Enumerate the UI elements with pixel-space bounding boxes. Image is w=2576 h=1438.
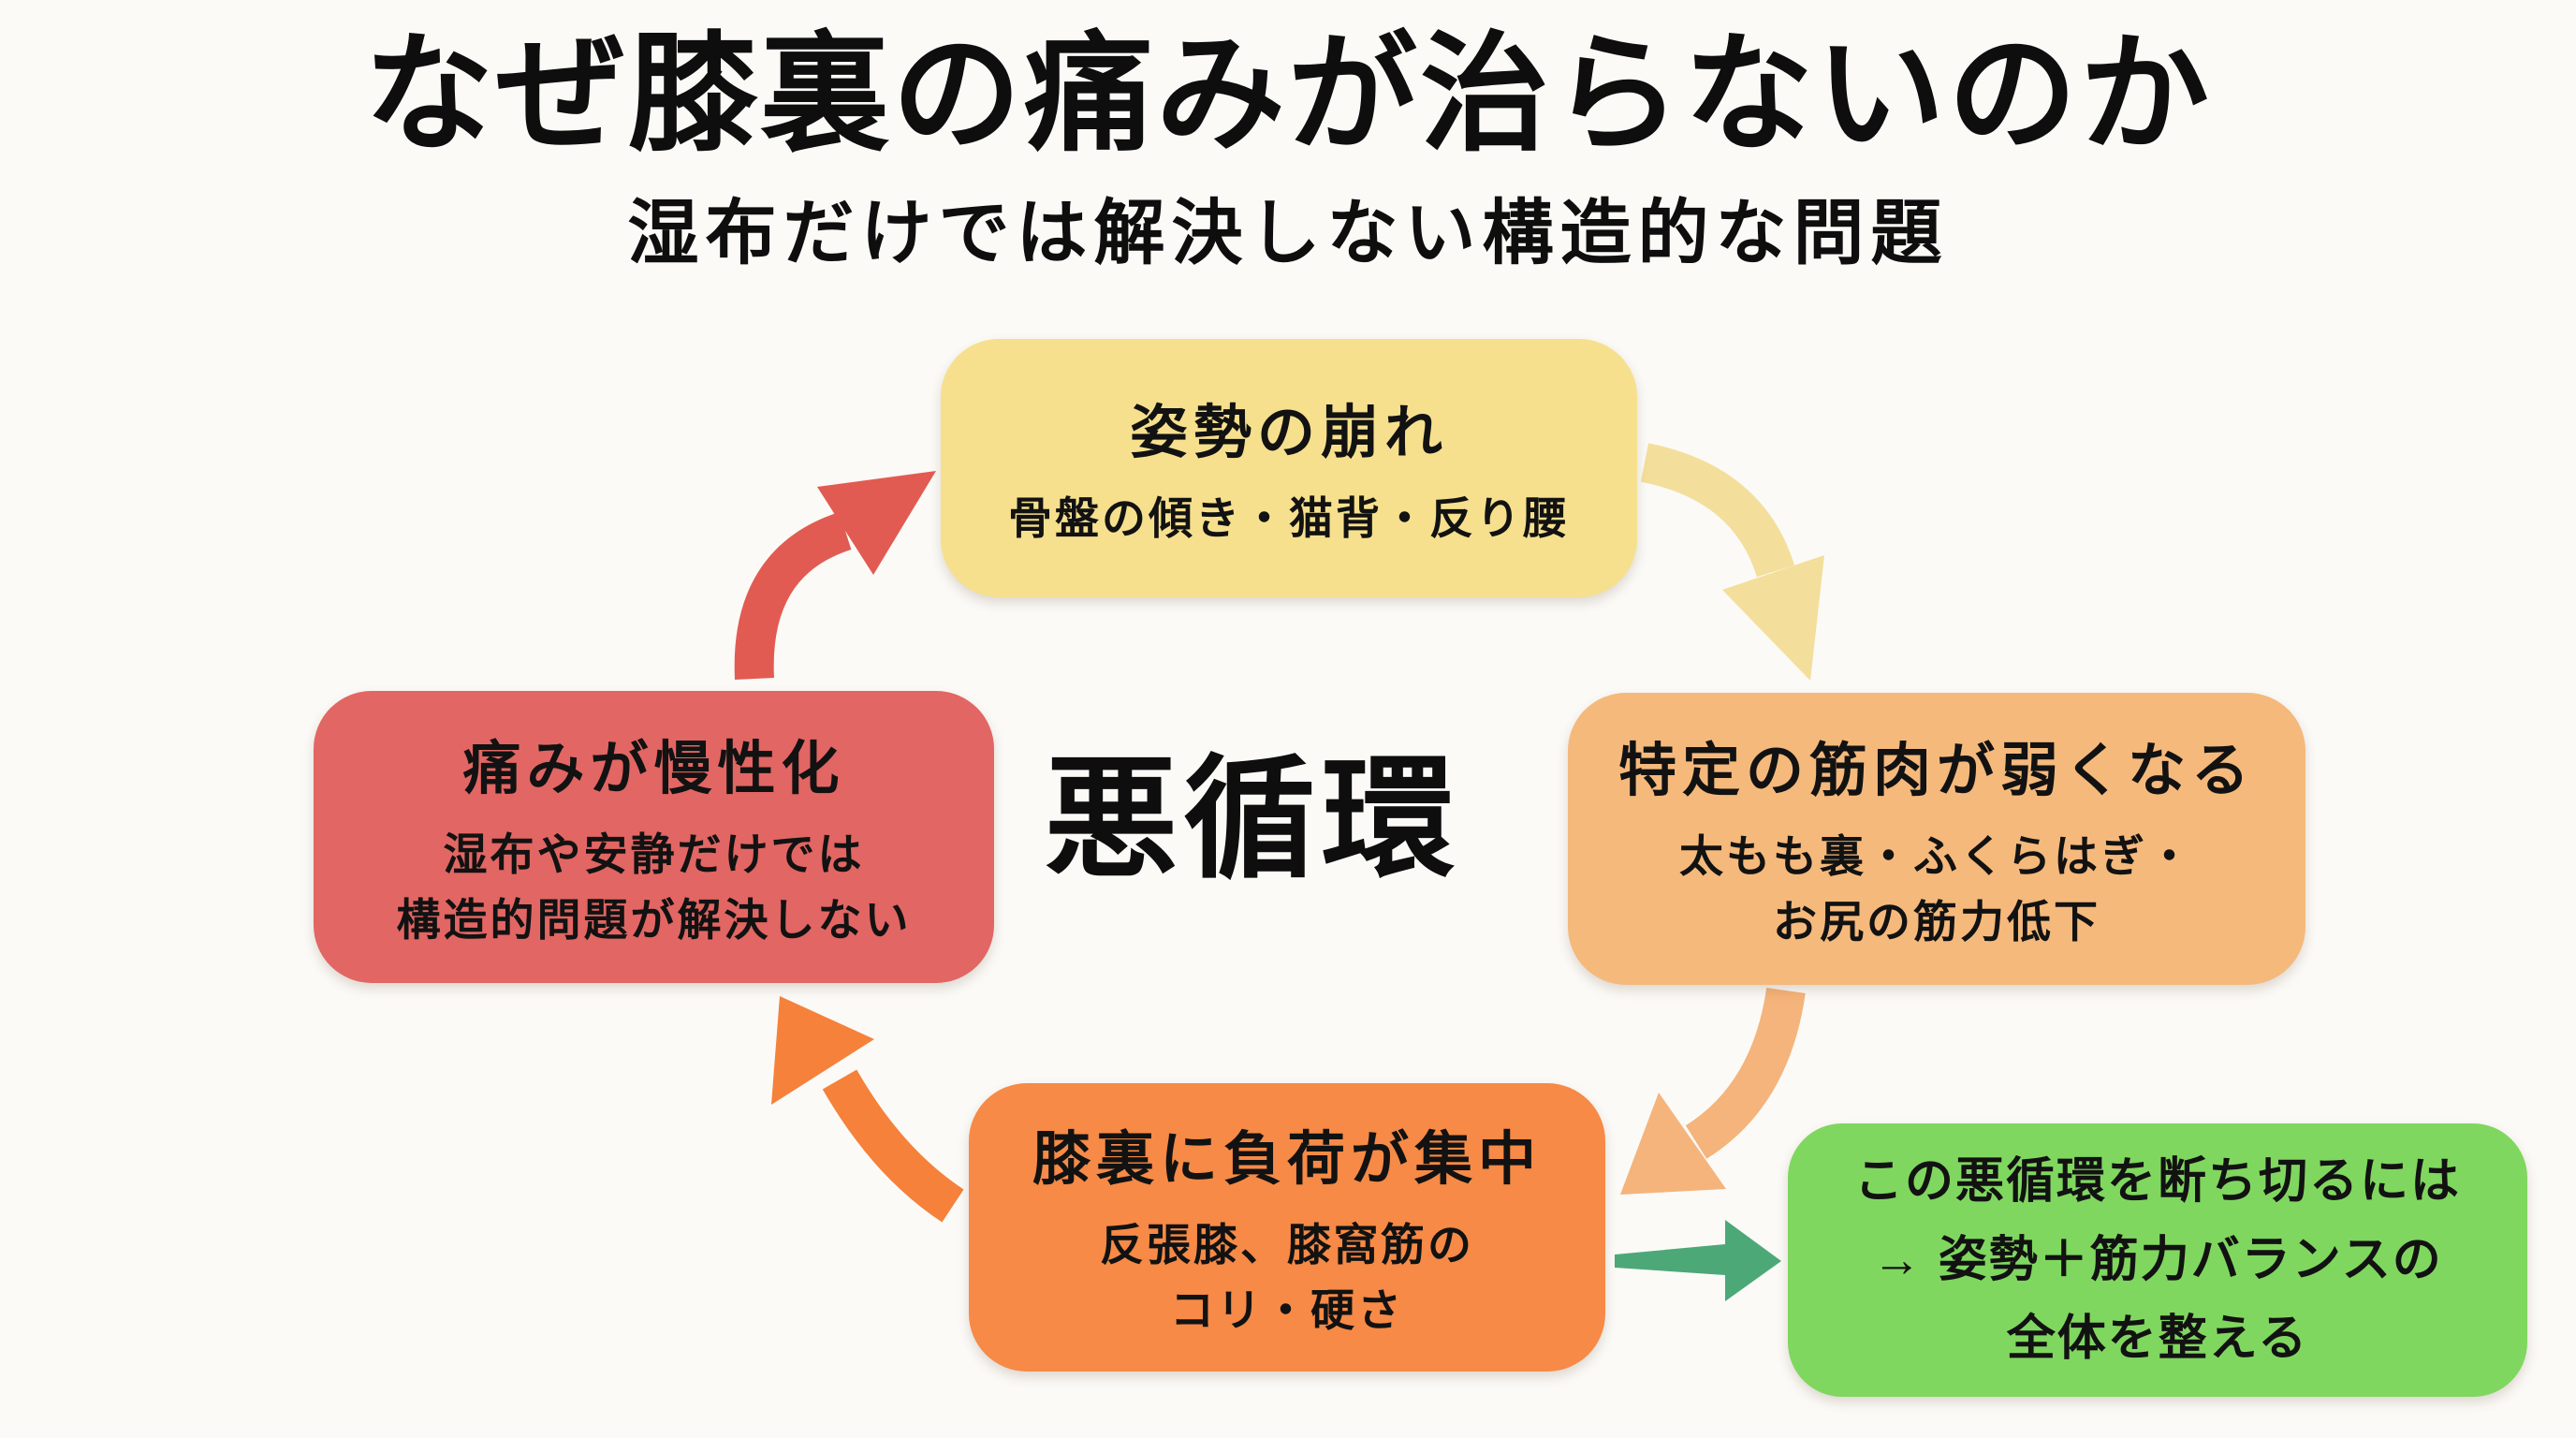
node-title: 姿勢の崩れ [1129,400,1448,465]
page-title: なぜ膝裏の痛みが治らないのか [363,22,2212,167]
node-detail-line: 湿布や安静だけでは [443,829,865,879]
node-title: 膝裏に負荷が集中 [1032,1126,1542,1192]
cycle-node-posture-collapse: 姿勢の崩れ 骨盤の傾き・猫背・反り腰 [941,339,1637,597]
node-title: 特定の筋肉が弱くなる [1617,738,2255,803]
solution-line: → 姿勢＋筋力バランスの [1872,1232,2443,1287]
solution-box: この悪循環を断ち切るには → 姿勢＋筋力バランスの 全体を整える [1788,1123,2527,1397]
solution-line: 全体を整える [2006,1312,2309,1367]
cycle-node-chronic-pain: 痛みが慢性化 湿布や安静だけでは 構造的問題が解決しない [314,691,994,983]
arrow-posture-to-muscle-icon [1640,443,1824,681]
node-detail-line: 骨盤の傾き・猫背・反り腰 [1008,492,1570,543]
node-detail-line: お尻の筋力低下 [1773,897,2100,946]
arrow-knee-to-chronic-icon [771,996,964,1223]
node-detail-line: 太もも裏・ふくらはぎ・ [1679,830,2194,881]
cycle-center-label: 悪循環 [1045,745,1460,894]
arrow-chronic-to-posture-icon [734,471,936,680]
arrow-knee-to-solution-icon [1615,1220,1781,1301]
node-title: 痛みが慢性化 [462,736,845,801]
cycle-node-knee-load: 膝裏に負荷が集中 反張膝、膝窩筋の コリ・硬さ [969,1083,1605,1372]
solution-line: この悪循環を断ち切るには [1853,1153,2461,1209]
page-subtitle: 湿布だけでは解決しない構造的な問題 [627,194,1949,273]
cycle-node-weak-muscles: 特定の筋肉が弱くなる 太もも裏・ふくらはぎ・ お尻の筋力低下 [1568,693,2305,985]
arrow-muscle-to-knee-icon [1620,987,1806,1195]
node-detail-line: 反張膝、膝窩筋の [1100,1219,1474,1269]
node-detail-line: コリ・硬さ [1170,1285,1404,1335]
node-detail-line: 構造的問題が解決しない [396,895,912,945]
